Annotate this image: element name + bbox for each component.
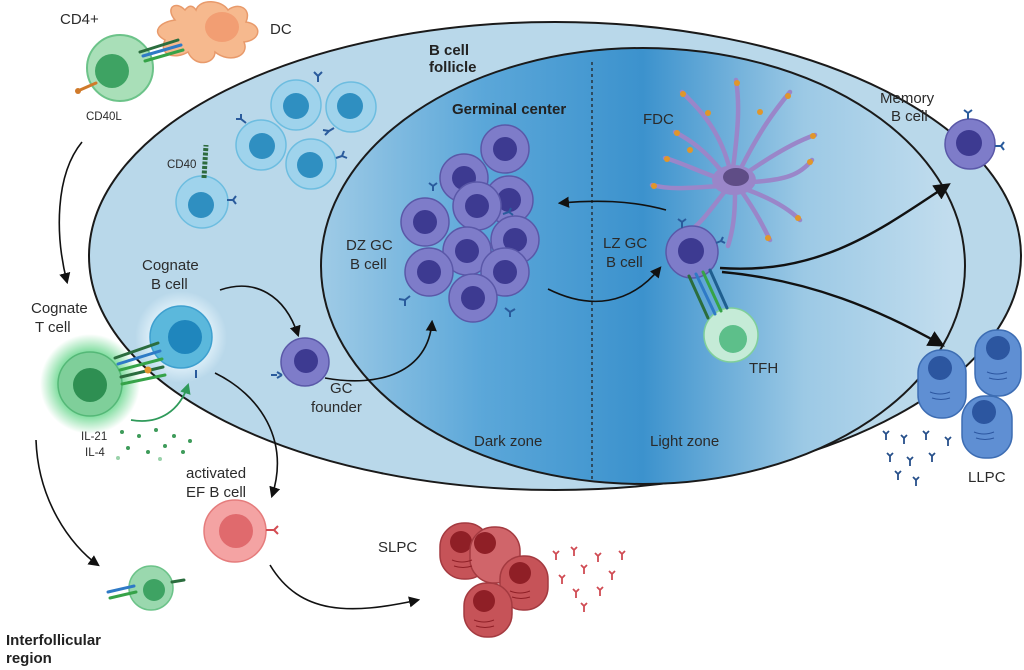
label-fdc: FDC [643,111,674,128]
activated-ef-b-cell [203,499,279,563]
cognate-b-cell [149,305,213,378]
interfollicular-t-cell [106,565,186,611]
naive-b-cells [175,71,377,229]
dendritic-cell [156,1,259,64]
label-cd40: CD40 [167,159,196,171]
slpc-cells [439,522,549,638]
llpc-cells [917,329,1022,459]
label-germinal-center: Germinal center [452,101,566,118]
label-tfh: TFH [749,360,778,377]
label-cognate-t-line1: Cognate [31,300,88,317]
label-cd4: CD4+ [60,11,99,28]
lz-gc-b-cell [665,218,726,279]
label-gc-founder-line1: GC [330,380,353,397]
label-memory-line1: Memory [880,90,935,107]
llpc-antibodies [882,430,952,486]
label-slpc: SLPC [378,539,417,556]
cytokine-dots [116,428,192,461]
label-cognate-b-line1: Cognate [142,257,199,274]
cognate-t-cell [57,341,167,417]
label-activated-line1: activated [186,465,246,482]
label-dz-gc-line1: DZ GC [346,237,393,254]
cd4-t-cell [75,34,185,102]
slpc-antibodies [552,546,626,612]
label-llpc: LLPC [968,469,1006,486]
label-lz-gc-line1: LZ GC [603,235,647,252]
process-arrows [35,141,951,610]
label-cd40l: CD40L [86,111,122,123]
label-follicle-line2: follicle [429,59,477,76]
tfh-cell [687,268,759,363]
label-il21: IL-21 [81,431,107,443]
label-gc-founder-line2: founder [311,399,362,416]
label-cognate-t-line2: T cell [35,319,71,336]
memory-b-cell [944,109,1005,170]
label-interfollicular-line1: Interfollicular [6,632,101,649]
cd40-receptor [201,144,209,179]
label-dz-gc-line2: B cell [350,256,387,273]
label-interfollicular-line2: region [6,650,52,667]
label-dark-zone: Dark zone [474,433,542,450]
label-dc: DC [270,21,292,38]
label-cognate-b-line2: B cell [151,276,188,293]
gc-founder-cell [271,337,330,387]
dz-gc-b-cells [398,124,540,323]
label-activated-line2: EF B cell [186,484,246,501]
label-follicle-line1: B cell [429,42,469,59]
label-lz-gc-line2: B cell [606,254,643,271]
label-il4: IL-4 [85,447,105,459]
label-light-zone: Light zone [650,433,719,450]
label-memory-line2: B cell [891,108,928,125]
